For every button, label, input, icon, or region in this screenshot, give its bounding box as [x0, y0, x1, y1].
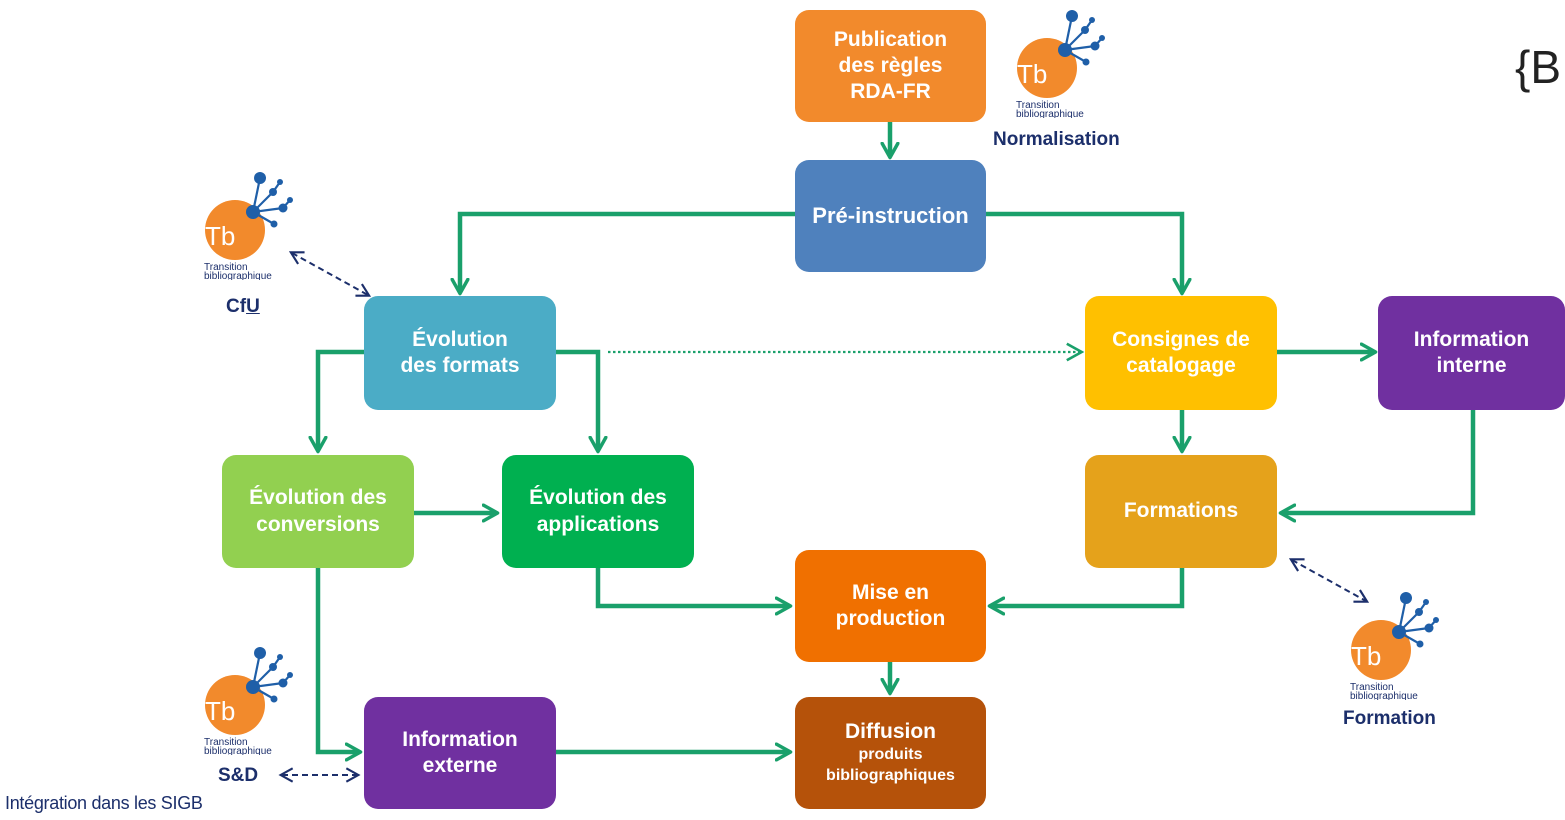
node-label: Information: [1413, 327, 1530, 351]
node-label: Diffusion: [845, 720, 936, 744]
caption-formation: Formation: [1343, 708, 1436, 729]
caption-cfu-prefix: Cf: [226, 296, 247, 317]
node-label: des règles: [838, 53, 943, 77]
node-pre-instruction: Pré-instruction: [795, 160, 986, 272]
tb-logo-icon: Tb Transition bibliographique: [1016, 10, 1105, 118]
node-label: production: [835, 607, 946, 630]
node-label: Évolution: [412, 327, 508, 351]
node-label: des formats: [400, 354, 520, 377]
arrow-preinstruction-to-consignes: [986, 211, 1182, 292]
node-evolution-conversions: Évolution des conversions: [222, 455, 414, 568]
node-diffusion: Diffusion produits bibliographiques: [795, 697, 986, 809]
logo-line1: Transition: [204, 737, 248, 748]
node-information-externe: Information externe: [364, 697, 556, 809]
node-label: RDA-FR: [850, 80, 931, 104]
arrow-formats-to-applications: [556, 349, 598, 450]
tb-logo-icon: Tb Transition bibliographique: [1350, 592, 1439, 700]
logo-initials: Tb: [1351, 641, 1381, 671]
node-information-interne: Information interne: [1378, 296, 1565, 410]
logo-line2: bibliographique: [1350, 691, 1418, 700]
logo-line2: bibliographique: [1016, 109, 1084, 118]
arrow-info-interne-to-formations: [1282, 410, 1476, 513]
partial-brand-text: {Bı: [1515, 41, 1565, 93]
arrow-formations-to-production: [991, 568, 1185, 606]
tb-logo-icon: Tb Transition bibliographique: [204, 172, 293, 280]
node-label: Évolution des: [249, 486, 387, 510]
node-label: Formations: [1123, 499, 1239, 523]
node-label: applications: [536, 512, 660, 536]
logo-line2: bibliographique: [204, 746, 272, 755]
dashed-arrow-cfu: [288, 251, 372, 297]
arrow-preinstruction-to-formats: [460, 211, 795, 292]
node-publication: Publication des règles RDA-FR: [795, 10, 986, 122]
caption-normalisation: Normalisation: [993, 129, 1120, 150]
logo-initials: Tb: [1017, 59, 1047, 89]
caption-cfu-underlined: U: [246, 296, 260, 317]
node-evolution-applications: Évolution des applications: [502, 455, 694, 568]
logo-line1: Transition: [204, 262, 248, 273]
node-label: conversions: [256, 512, 380, 536]
arrow-applications-to-production: [595, 568, 789, 606]
node-label: interne: [1436, 354, 1507, 377]
node-sublabel: produits: [858, 746, 923, 764]
dashed-arrow-formation: [1288, 558, 1370, 603]
node-label: Mise en: [851, 580, 930, 604]
node-label: Pré-instruction: [812, 203, 969, 229]
node-consignes-catalogage: Consignes de catalogage: [1085, 296, 1277, 410]
node-label: Publication: [833, 27, 948, 51]
logo-line1: Transition: [1016, 100, 1060, 111]
node-label: externe: [422, 754, 498, 777]
node-evolution-formats: Évolution des formats: [364, 296, 556, 410]
node-formations: Formations: [1085, 455, 1277, 568]
tb-logo-icon: Tb Transition bibliographique: [204, 647, 293, 755]
logo-initials: Tb: [205, 696, 235, 726]
node-label: Information: [402, 727, 518, 751]
node-label: Évolution des: [529, 486, 667, 510]
logo-line1: Transition: [1350, 682, 1394, 693]
node-label: catalogage: [1126, 354, 1236, 377]
arrow-conversions-to-info-externe: [315, 568, 359, 752]
node-sublabel: bibliographiques: [826, 767, 955, 785]
caption-sd: S&D: [218, 765, 259, 786]
logo-initials: Tb: [205, 221, 235, 251]
caption-cfu: CfU: [226, 296, 260, 318]
logo-line2: bibliographique: [204, 271, 272, 280]
bottom-note: Intégration dans les SIGB: [5, 793, 203, 813]
node-mise-en-production: Mise en production: [795, 550, 986, 662]
arrow-formats-to-conversions: [318, 349, 364, 450]
node-label: Consignes de: [1112, 327, 1250, 351]
